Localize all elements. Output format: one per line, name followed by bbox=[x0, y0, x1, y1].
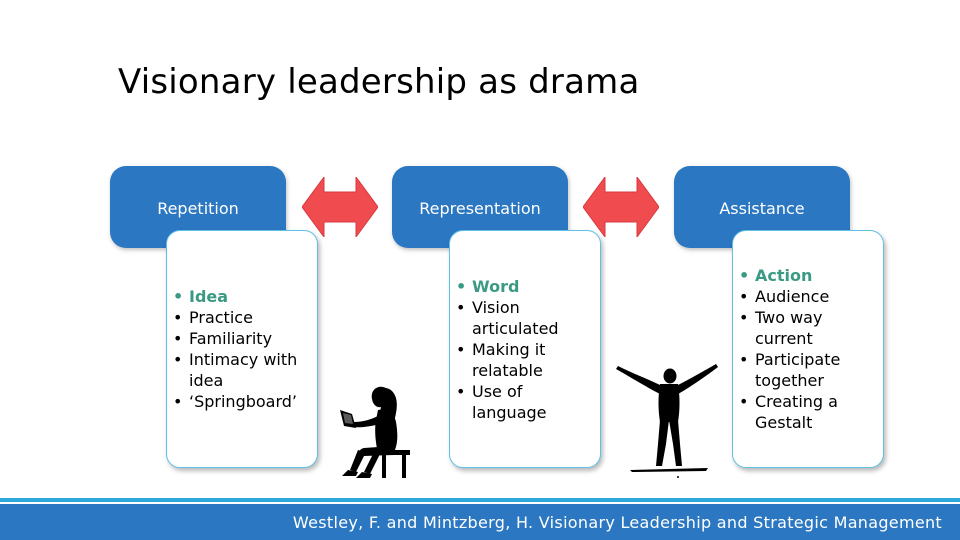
detail-box-assistance: Action Audience Two way current Particip… bbox=[732, 230, 884, 468]
list-item: Vision articulated bbox=[450, 297, 594, 339]
bullet-list: Word Vision articulated Making it relata… bbox=[450, 276, 600, 423]
list-item: Use of language bbox=[450, 381, 594, 423]
detail-box-repetition: Idea Practice Familiarity Intimacy with … bbox=[166, 230, 318, 468]
double-arrow-icon bbox=[302, 177, 378, 237]
footer-accent-line bbox=[0, 498, 960, 502]
footer-bar: Westley, F. and Mintzberg, H. Visionary … bbox=[0, 504, 960, 540]
list-item: Idea bbox=[167, 286, 311, 307]
list-item: Word bbox=[450, 276, 594, 297]
heading-label: Representation bbox=[419, 198, 541, 218]
citation-text: Westley, F. and Mintzberg, H. Visionary … bbox=[292, 512, 942, 532]
bullet-list: Action Audience Two way current Particip… bbox=[733, 265, 883, 433]
bullet-list: Idea Practice Familiarity Intimacy with … bbox=[167, 286, 317, 412]
reading-person-silhouette-icon bbox=[340, 386, 410, 478]
detail-box-representation: Word Vision articulated Making it relata… bbox=[449, 230, 601, 468]
list-item: Action bbox=[733, 265, 877, 286]
list-item: Making it relatable bbox=[450, 339, 594, 381]
list-item: ‘Springboard’ bbox=[167, 391, 311, 412]
heading-label: Repetition bbox=[157, 198, 239, 218]
list-item: Two way current bbox=[733, 307, 877, 349]
list-item: Participate together bbox=[733, 349, 877, 391]
list-item: Familiarity bbox=[167, 328, 311, 349]
slide-title: Visionary leadership as drama bbox=[118, 62, 640, 102]
list-item: Creating a Gestalt bbox=[733, 391, 877, 433]
heading-label: Assistance bbox=[719, 198, 805, 218]
arms-raised-person-silhouette-icon bbox=[616, 364, 718, 478]
double-arrow-icon bbox=[583, 177, 659, 237]
list-item: Practice bbox=[167, 307, 311, 328]
list-item: Intimacy with idea bbox=[167, 349, 311, 391]
list-item: Audience bbox=[733, 286, 877, 307]
